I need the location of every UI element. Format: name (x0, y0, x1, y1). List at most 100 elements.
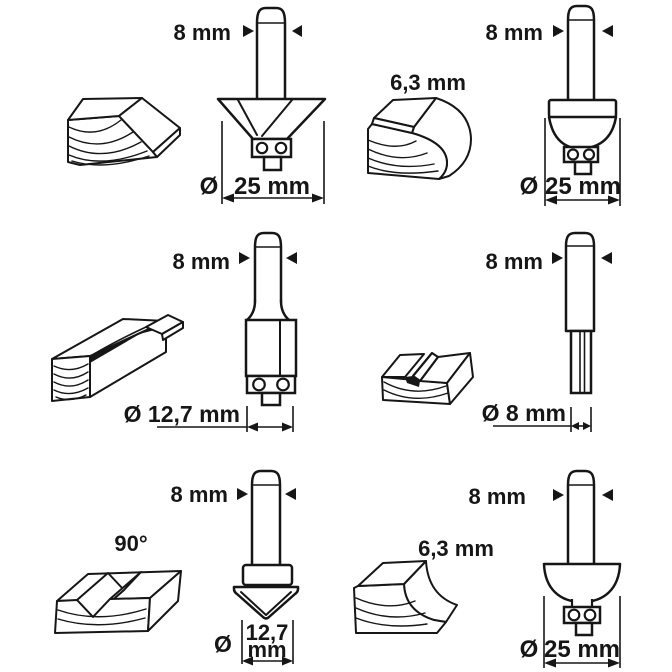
shank-dimension: 8 mm (486, 249, 612, 274)
bit-bearing-ball (274, 141, 288, 155)
bit-shank-taper (245, 299, 257, 322)
bit-pilot-stub (262, 155, 283, 172)
shank-width-label: 8 mm (486, 249, 543, 274)
profile-angle-label: 90° (114, 531, 147, 556)
bit-bearing-ball (582, 148, 596, 161)
bit-pilot-stub (574, 621, 594, 637)
bit-shank-taper (279, 299, 291, 322)
bit-shank (250, 469, 282, 567)
arrow-right-icon (553, 25, 564, 37)
wood-edge-face (371, 117, 415, 134)
wood-side-face (152, 127, 181, 158)
v-groove-bit-drawing (232, 469, 300, 620)
shank-dimension: 8 mm (469, 484, 613, 509)
cutting-diameter-dimension: Ø 12,7 mm (214, 620, 294, 666)
shank-width-label: 8 mm (174, 20, 231, 45)
arrow-left-icon (222, 193, 234, 203)
shank-dimension: 8 mm (173, 249, 297, 274)
wood-grain-line (71, 155, 150, 166)
bit-cutter-body (569, 329, 593, 395)
diameter-symbol: Ø (214, 631, 232, 657)
cutting-diameter-dimension: Ø 25 mm (520, 118, 621, 206)
wood-right-face (147, 570, 182, 632)
arrow-left-icon (602, 489, 613, 501)
roundover-bit-drawing (547, 4, 618, 176)
cell-flush-trim-bit: 8 mm Ø 12,7 mm (51, 231, 298, 432)
bit-collar (241, 563, 294, 587)
bit-bearing-ball (255, 141, 269, 155)
bit-v-cutter-outline (232, 585, 300, 620)
shank-width-label: 8 mm (486, 20, 543, 45)
groove-mouth (405, 376, 420, 387)
bit-bearing-ball (566, 148, 580, 161)
cutting-diameter-dimension: Ø 25 mm (200, 121, 325, 204)
wood-grain-line (68, 150, 148, 162)
wood-sample-laminated-board (51, 314, 184, 402)
arrow-right-icon (608, 195, 620, 205)
arrow-right-icon (552, 252, 563, 264)
cell-cove-bit: 6,3 mm 8 mm Ø 25 mm (353, 469, 622, 668)
wood-sample-chamfered-edge (67, 97, 181, 166)
wood-grain-line (57, 617, 146, 626)
wood-grain-line (68, 131, 134, 145)
arrow-left-icon (601, 252, 612, 264)
wood-grain-line (57, 608, 147, 618)
wood-top-face (357, 560, 427, 587)
wood-grain-line (53, 387, 89, 395)
wood-top-face-left (381, 353, 425, 378)
arrow-left-icon (286, 252, 297, 264)
diameter-value: 25 mm (544, 636, 620, 663)
bit-roundover-edge (590, 115, 618, 149)
wood-sample-grooved-block (381, 351, 474, 405)
bit-flute-line (237, 99, 258, 136)
wood-grain-line (367, 157, 435, 168)
shank-dimension: 8 mm (174, 20, 302, 45)
profile-size-label: 6,3 mm (418, 536, 494, 561)
arrow-right-icon (239, 252, 250, 264)
laminate-edge-band (90, 321, 166, 363)
arrow-right-icon (237, 488, 248, 500)
bit-pilot-stub (573, 160, 593, 176)
arrow-left-icon (545, 195, 557, 205)
bit-cutter-body (244, 318, 298, 378)
arrow-left-icon (292, 25, 302, 37)
wood-grain-line (383, 381, 447, 392)
wood-grain-line (55, 394, 87, 401)
bit-bearing-ball (276, 377, 290, 392)
bit-bearing-ball (252, 377, 266, 392)
cove-bit-drawing (542, 469, 622, 637)
wood-grain-line (68, 141, 142, 155)
wood-grain-line (53, 379, 89, 387)
laminate-curl-line (93, 326, 147, 355)
profile-size-label: 6,3 mm (390, 70, 466, 95)
bit-shank (566, 469, 596, 565)
diameter-unit: mm (247, 637, 286, 662)
arrow-left-icon (571, 422, 579, 430)
bit-shank (253, 231, 283, 303)
wood-grain-line (355, 607, 426, 618)
diameter-value: 25 mm (545, 173, 621, 200)
wood-right-face (446, 352, 474, 405)
arrow-right-icon (282, 656, 293, 666)
cell-chamfer-bit: 8 mm Ø 25 mm (67, 6, 327, 204)
dome-neck-mask (572, 594, 592, 607)
wood-grain-line (367, 139, 417, 147)
wood-sample-rounded-edge: 6,3 mm (367, 70, 472, 180)
wood-grain-line (367, 148, 428, 159)
shank-width-label: 8 mm (173, 249, 230, 274)
shank-width-label: 8 mm (171, 482, 228, 507)
bit-shank (255, 6, 287, 101)
diameter-symbol: Ø (200, 173, 219, 200)
diameter-value: 25 mm (234, 173, 310, 200)
bit-cutter-outline (216, 97, 327, 141)
arrow-right-icon (583, 422, 591, 430)
wood-grain-line (355, 597, 416, 607)
flush-trim-bit-drawing (244, 231, 298, 407)
diameter-symbol: Ø (520, 636, 539, 663)
cell-roundover-bit: 6,3 mm 8 mm Ø 25 mm (367, 4, 621, 206)
cell-straight-bit: 8 mm Ø 8 mm (381, 231, 612, 432)
bit-bearing-ball (567, 608, 581, 622)
arrow-left-icon (602, 25, 613, 37)
bit-shank (566, 4, 596, 102)
